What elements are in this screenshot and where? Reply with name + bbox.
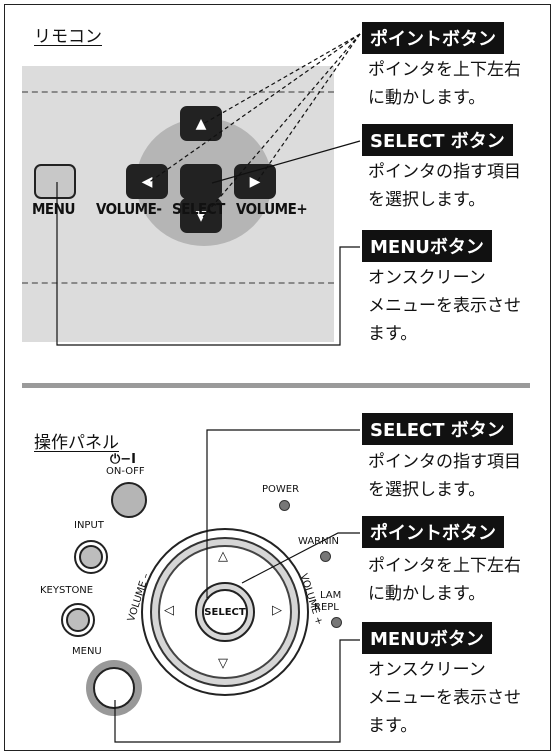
pad-down-arrow-icon[interactable]: ▽ <box>218 656 228 671</box>
pad-up-arrow-icon[interactable]: △ <box>218 549 228 564</box>
panel-section-title: 操作パネル <box>34 433 119 453</box>
remote-callout-point-desc: ポインタを上下左右 に動かします。 <box>368 60 521 108</box>
arrow-up-icon: ▲ <box>195 115 207 132</box>
remote-volume-minus-label: VOLUME- <box>96 200 162 218</box>
remote-callout-menu-desc: オンスクリーン メニューを表示させ ます。 <box>368 268 521 344</box>
remote-up-button[interactable]: ▲ <box>180 106 222 141</box>
section-divider <box>22 383 530 388</box>
menu-label: MENU <box>72 646 102 657</box>
arrow-down-icon: ▼ <box>195 207 207 224</box>
keystone-button-cap <box>66 608 90 632</box>
remote-select-label: SELECT <box>172 200 225 218</box>
remote-volume-plus-label: VOLUME+ <box>236 200 308 218</box>
remote-callout-point-label: ポイントボタン <box>362 22 504 54</box>
remote-dash-bottom <box>22 282 334 284</box>
panel-callout-select-desc: ポインタの指す項目 を選択します。 <box>368 452 521 500</box>
remote-down-button[interactable]: ▼ <box>180 198 222 233</box>
remote-volume-plus-button[interactable]: ▶ <box>234 164 276 199</box>
remote-callout-select-label: SELECT ボタン <box>362 124 513 156</box>
power-switch-symbol: ⏻−I <box>110 452 137 467</box>
select-button-label: SELECT <box>204 606 246 618</box>
on-off-label: ON-OFF <box>106 466 145 477</box>
select-button[interactable]: SELECT <box>202 589 248 635</box>
arrow-right-icon: ▶ <box>249 173 261 190</box>
power-label: POWER <box>262 484 300 495</box>
warning-indicator <box>320 551 331 562</box>
lamp-label-2: REPL <box>314 602 339 613</box>
input-button-cap <box>79 545 103 569</box>
remote-menu-label: MENU <box>32 200 75 218</box>
remote-callout-select-desc: ポインタの指す項目 を選択します。 <box>368 162 521 210</box>
remote-volume-minus-button[interactable]: ◀ <box>126 164 168 199</box>
lamp-label: LAM <box>320 590 342 601</box>
panel-callout-menu-label: MENUボタン <box>362 622 492 654</box>
page-frame <box>4 4 551 751</box>
keystone-label: KEYSTONE <box>40 585 94 596</box>
remote-dash-top <box>22 91 334 93</box>
remote-select-button[interactable] <box>180 164 222 199</box>
on-off-button[interactable] <box>111 482 147 518</box>
input-label: INPUT <box>74 520 104 531</box>
panel-callout-select-label: SELECT ボタン <box>362 413 513 445</box>
pad-left-arrow-icon[interactable]: ◁ <box>164 603 174 618</box>
remote-section-title: リモコン <box>34 27 102 47</box>
menu-button[interactable] <box>93 667 135 709</box>
power-indicator <box>279 500 290 511</box>
lamp-indicator <box>331 617 342 628</box>
pad-right-arrow-icon[interactable]: ▷ <box>272 603 282 618</box>
remote-menu-button[interactable] <box>34 164 76 199</box>
warning-label: WARNIN <box>298 536 340 547</box>
panel-callout-point-desc: ポインタを上下左右 に動かします。 <box>368 556 521 604</box>
panel-callout-menu-desc: オンスクリーン メニューを表示させ ます。 <box>368 660 521 736</box>
arrow-left-icon: ◀ <box>141 173 153 190</box>
panel-callout-point-label: ポイントボタン <box>362 516 504 548</box>
remote-callout-menu-label: MENUボタン <box>362 230 492 262</box>
